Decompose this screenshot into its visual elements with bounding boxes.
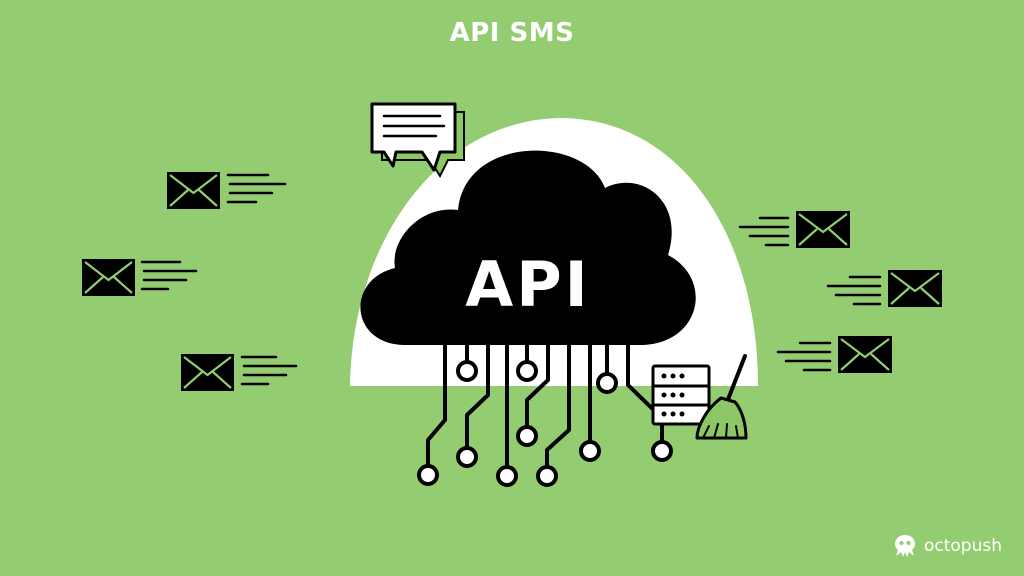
envelope-icon [776,336,892,373]
envelope-icon [181,354,298,391]
page-title: API SMS [449,18,575,48]
envelope-icon [826,270,942,307]
circuit-nodes [417,360,673,487]
server-icon [651,364,711,426]
envelope-icon [167,172,287,209]
cloud-icon: API [360,150,696,345]
cloud-label: API [465,248,591,321]
chat-bubble-icon [370,102,465,179]
circuit-traces [426,333,664,467]
envelope-icon [82,259,198,296]
brand-name: octopush [923,536,1002,556]
octopus-icon [894,535,915,557]
envelope-icon [738,211,850,248]
broom-icon [695,354,748,440]
brand-logo: octopush [892,532,1002,560]
